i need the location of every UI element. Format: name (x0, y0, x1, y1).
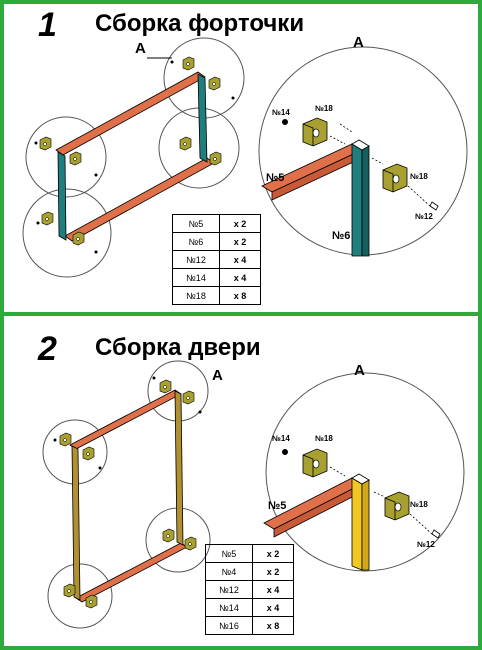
right-bar-no6 (197, 73, 208, 163)
section2-label-14: №14 (272, 434, 290, 443)
callout-circle-bottom-left (22, 188, 112, 278)
section1-detail-marker: A (353, 34, 364, 51)
section-divider (0, 312, 482, 316)
step-number-2: 2 (38, 330, 57, 368)
section2-title: Сборка двери (95, 334, 261, 361)
section1-label-18b: №18 (410, 172, 428, 181)
section2-label-18a: №18 (315, 434, 333, 443)
section1-detail (258, 46, 468, 257)
section2-label-12: №12 (417, 540, 435, 549)
step-number-1: 1 (38, 6, 57, 44)
callout-circle-mid-left (25, 116, 107, 198)
section2-detail (263, 372, 465, 572)
section1-label-6: №6 (332, 230, 351, 242)
section2-callout-marker: A (212, 367, 223, 384)
section1-callout-marker: A (135, 40, 146, 57)
section2-label-18b: №18 (410, 500, 428, 509)
section1-label-18a: №18 (315, 104, 333, 113)
section1-label-14: №14 (272, 108, 290, 117)
section1-overview (22, 37, 245, 278)
section1-label-12: №12 (415, 212, 433, 221)
section1-label-5: №5 (266, 172, 285, 184)
section2-overview (42, 360, 211, 629)
section2-label-5: №5 (268, 500, 287, 512)
left-bar-no6 (57, 151, 67, 241)
section1-title: Сборка форточки (95, 10, 305, 37)
section2-detail-marker: A (354, 362, 365, 379)
